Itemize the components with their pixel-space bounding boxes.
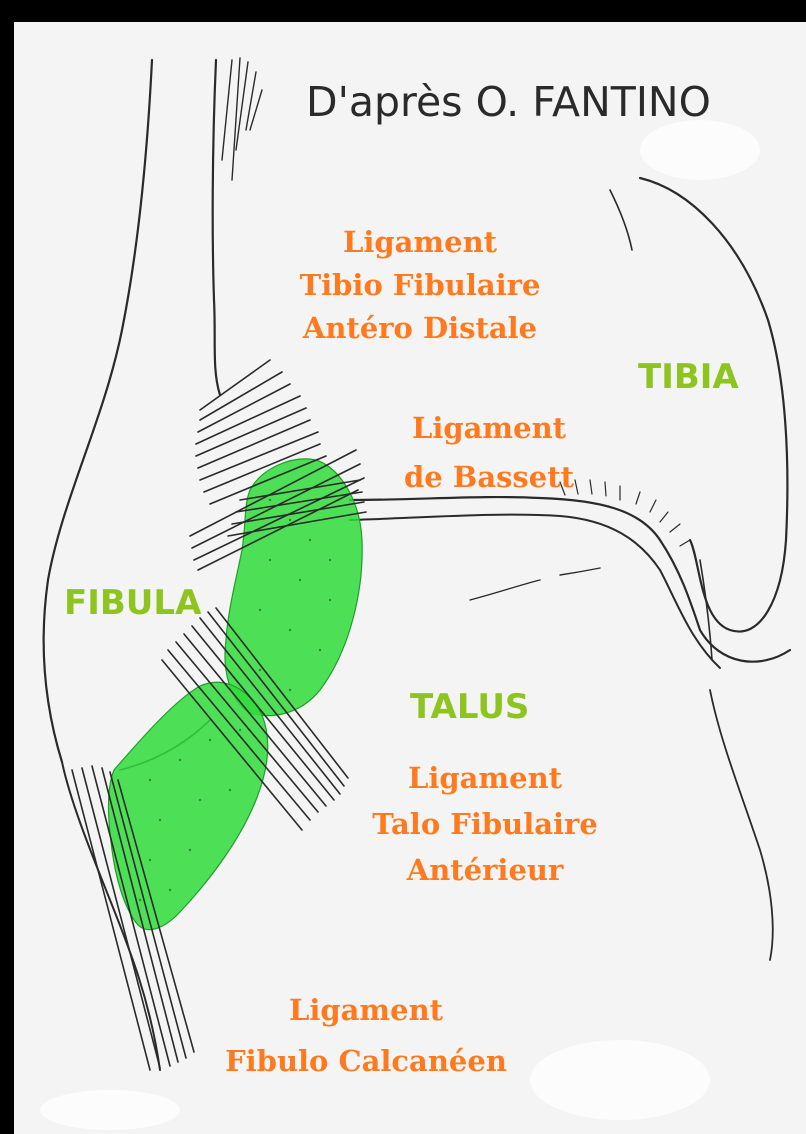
label-ligament-talo-fibulaire: Ligament Talo Fibulaire Antérieur: [340, 764, 630, 885]
label-tibia: TIBIA: [638, 360, 739, 394]
label-ligament-talo-fibulaire-line1: Ligament: [340, 764, 630, 793]
credit-line: D'après O. FANTINO: [306, 82, 711, 123]
label-ligament-atfd-line1: Ligament: [270, 228, 570, 257]
label-ligament-fibulo-calcaneen-line1: Ligament: [196, 996, 536, 1025]
label-ligament-fibulo-calcaneen: Ligament Fibulo Calcanéen: [196, 996, 536, 1076]
label-talus: TALUS: [410, 690, 529, 724]
label-ligament-talo-fibulaire-line3: Antérieur: [340, 856, 630, 885]
label-ligament-bassett: Ligament de Bassett: [384, 414, 594, 492]
label-ligament-atfd-line2: Tibio Fibulaire: [270, 271, 570, 300]
label-ligament-atfd: Ligament Tibio Fibulaire Antéro Distale: [270, 228, 570, 343]
paper-background: [14, 22, 806, 1134]
label-fibula: FIBULA: [64, 586, 201, 620]
label-ligament-atfd-line3: Antéro Distale: [270, 314, 570, 343]
label-ligament-talo-fibulaire-line2: Talo Fibulaire: [340, 810, 630, 839]
label-ligament-fibulo-calcaneen-line2: Fibulo Calcanéen: [196, 1047, 536, 1076]
label-ligament-bassett-line1: Ligament: [384, 414, 594, 443]
label-ligament-bassett-line2: de Bassett: [384, 463, 594, 492]
